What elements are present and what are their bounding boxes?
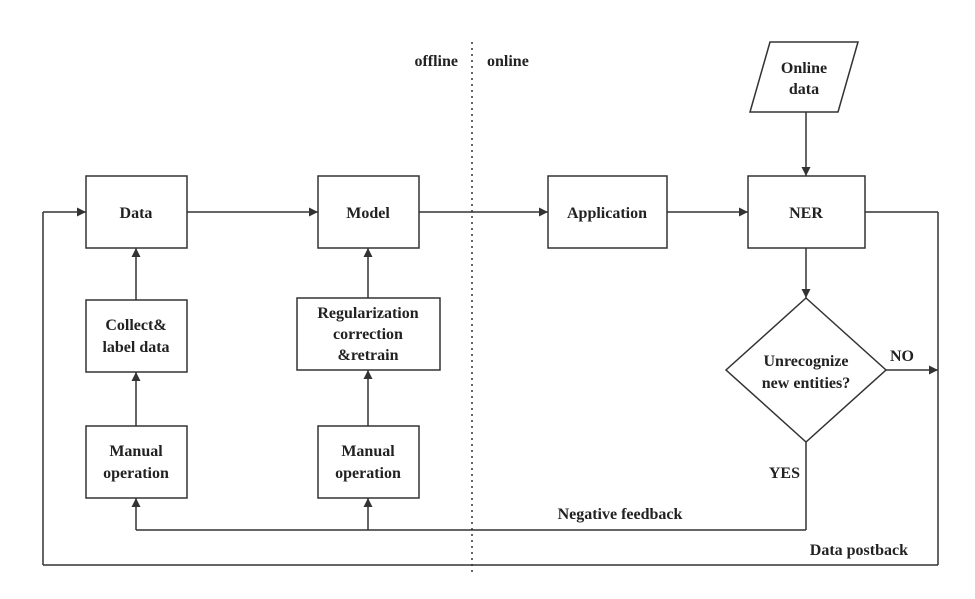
regularization-label: &retrain [337,347,398,364]
online-data-node [749,41,859,113]
data-postback-label: Data postback [810,542,908,559]
data-node-label: Data [120,205,153,222]
offline-label: offline [414,53,458,70]
decision-node [724,296,888,444]
yes-label: YES [769,465,800,482]
collect-label-data-label: Collect& [105,317,166,334]
regularization-label: correction [333,326,403,343]
model-node-label: Model [346,205,390,222]
ner-node-label: NER [789,205,823,222]
manual-operation-label-1: operation [103,465,169,482]
application-node-label: Application [567,205,647,222]
manual-operation-node-2 [317,425,420,499]
regularization-label: Regularization [317,305,418,322]
model-node [317,175,420,249]
manual-operation-label-2: Manual [341,443,395,460]
no-label: NO [890,348,914,365]
collect-label-data-node [85,299,188,373]
online-label: online [487,53,529,70]
decision-label: new entities? [762,375,850,392]
negative-feedback-label: Negative feedback [558,506,683,523]
manual-operation-label-1: Manual [109,443,163,460]
manual-operation-node-1 [85,425,188,499]
online-data-label: data [789,81,819,98]
manual-operation-label-2: operation [335,465,401,482]
decision-label: Unrecognize [763,353,848,370]
online-data-label: Online [781,60,827,77]
collect-label-data-label: label data [102,339,169,356]
